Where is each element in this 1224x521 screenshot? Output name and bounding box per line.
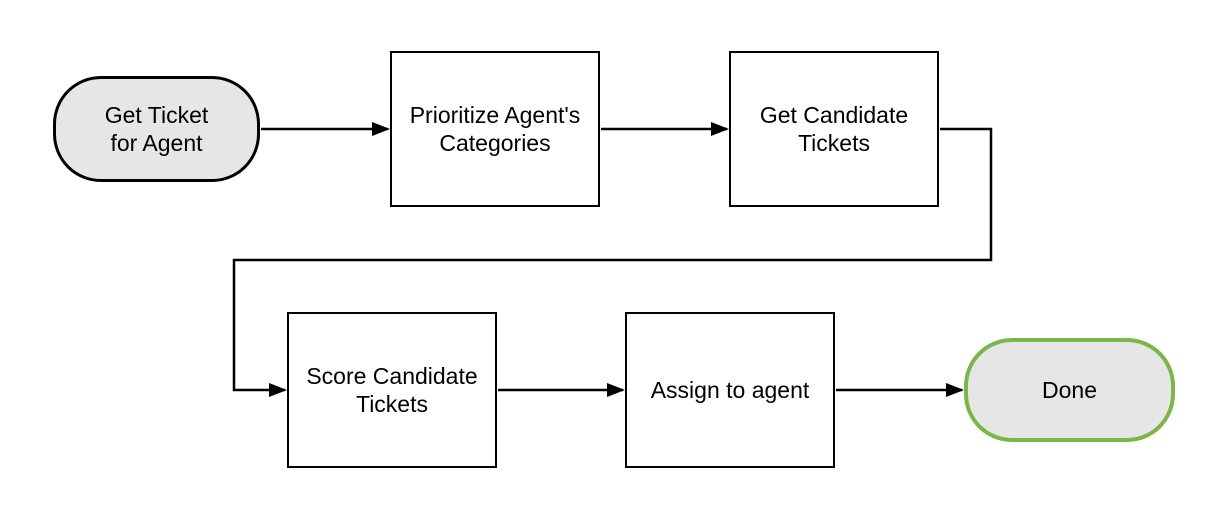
node-label: Prioritize Agent's Categories: [409, 102, 581, 156]
end-node-done[interactable]: Done: [964, 338, 1175, 442]
node-label: Get Ticket for Agent: [104, 102, 209, 156]
node-label: Score Candidate Tickets: [306, 363, 478, 417]
node-label: Done: [1042, 377, 1097, 403]
process-node-assign-to-agent[interactable]: Assign to agent: [625, 312, 835, 468]
start-node-get-ticket-for-agent[interactable]: Get Ticket for Agent: [53, 76, 260, 182]
node-label: Get Candidate Tickets: [759, 102, 909, 156]
process-node-score-candidate-tickets[interactable]: Score Candidate Tickets: [287, 312, 497, 468]
process-node-prioritize-agents-categories[interactable]: Prioritize Agent's Categories: [390, 51, 600, 207]
process-node-get-candidate-tickets[interactable]: Get Candidate Tickets: [729, 51, 939, 207]
edge-get-candidates-to-score: [232, 127, 993, 397]
node-label: Assign to agent: [650, 377, 810, 403]
